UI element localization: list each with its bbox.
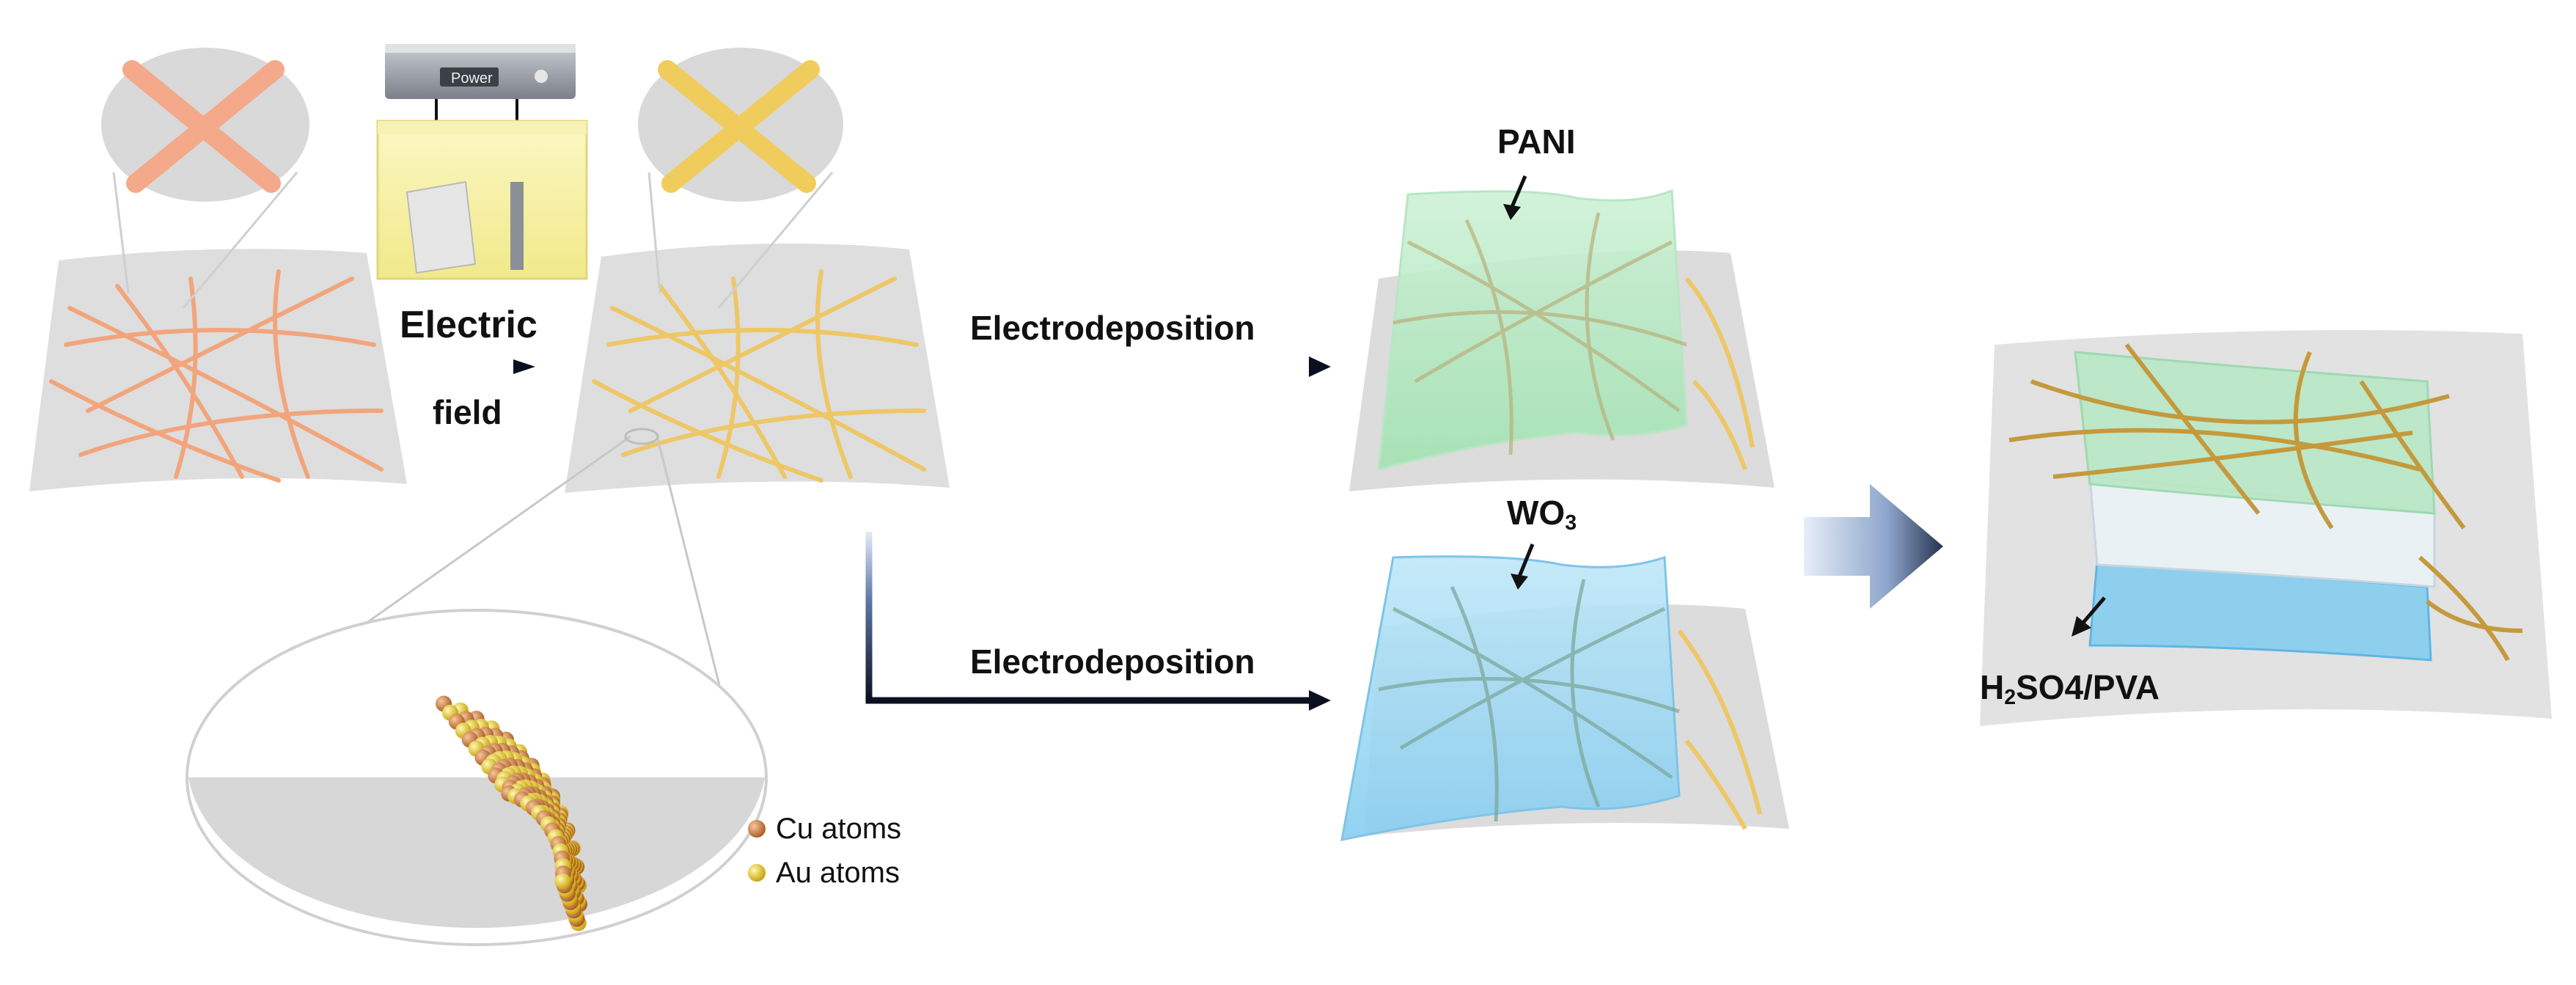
pani-label: PANI (1497, 122, 1576, 161)
wo3-label-subscript: 3 (1565, 511, 1577, 535)
wo3-electrode (1340, 543, 1789, 841)
counter-electrode (510, 182, 524, 270)
au-atom-legend-icon (748, 864, 766, 882)
top-electrodeposition-label: Electrodeposition (970, 309, 1255, 347)
au-atom (554, 873, 571, 890)
au-atoms-label: Au atoms (776, 857, 900, 889)
electrolyte-label-subscript: 2 (2004, 686, 2017, 710)
gold-cross-wires (658, 60, 820, 193)
pani-layer (1377, 188, 1688, 472)
cu-atom-legend-icon (748, 820, 766, 838)
gold-mesh-panel (199, 48, 950, 756)
device-fibers (2008, 343, 2523, 662)
pani-electrode (1349, 175, 1775, 491)
pani-embedded-fibers (1392, 212, 1687, 455)
assembly-arrow (1804, 484, 1943, 609)
electric-field-label-line1: Electric (400, 304, 537, 346)
power-label: Power (451, 70, 493, 87)
copper-cross-wires (122, 60, 285, 193)
copper-mesh-panel (29, 48, 407, 491)
bottom-electrodeposition-label: Electrodeposition (970, 642, 1255, 681)
sample-electrode (406, 180, 477, 274)
gold-nanofibers (592, 269, 926, 483)
atomic-structure-view (186, 609, 768, 946)
wo3-exposed-fibers (1677, 629, 1762, 830)
electrolyte-label: H2SO4/PVA (1980, 667, 2159, 710)
cu-au-atom-lattice (436, 695, 587, 931)
copper-nanofibers (49, 269, 384, 483)
wo3-label-base: WO (1507, 494, 1566, 532)
bottom-electrodeposition-arrow (865, 532, 1313, 704)
electrolyte-label-rest: SO4/PVA (2016, 668, 2160, 706)
electric-field-label-line2: field (433, 393, 502, 431)
assembled-supercapacitor (1980, 330, 2552, 726)
cu-atoms-label: Cu atoms (776, 813, 902, 845)
electroplating-setup (376, 44, 588, 280)
wo3-label: WO3 (1507, 493, 1577, 535)
wo3-embedded-fibers (1378, 579, 1680, 822)
pani-exposed-fibers (1684, 277, 1755, 471)
electrolyte-label-h: H (1980, 668, 2005, 706)
